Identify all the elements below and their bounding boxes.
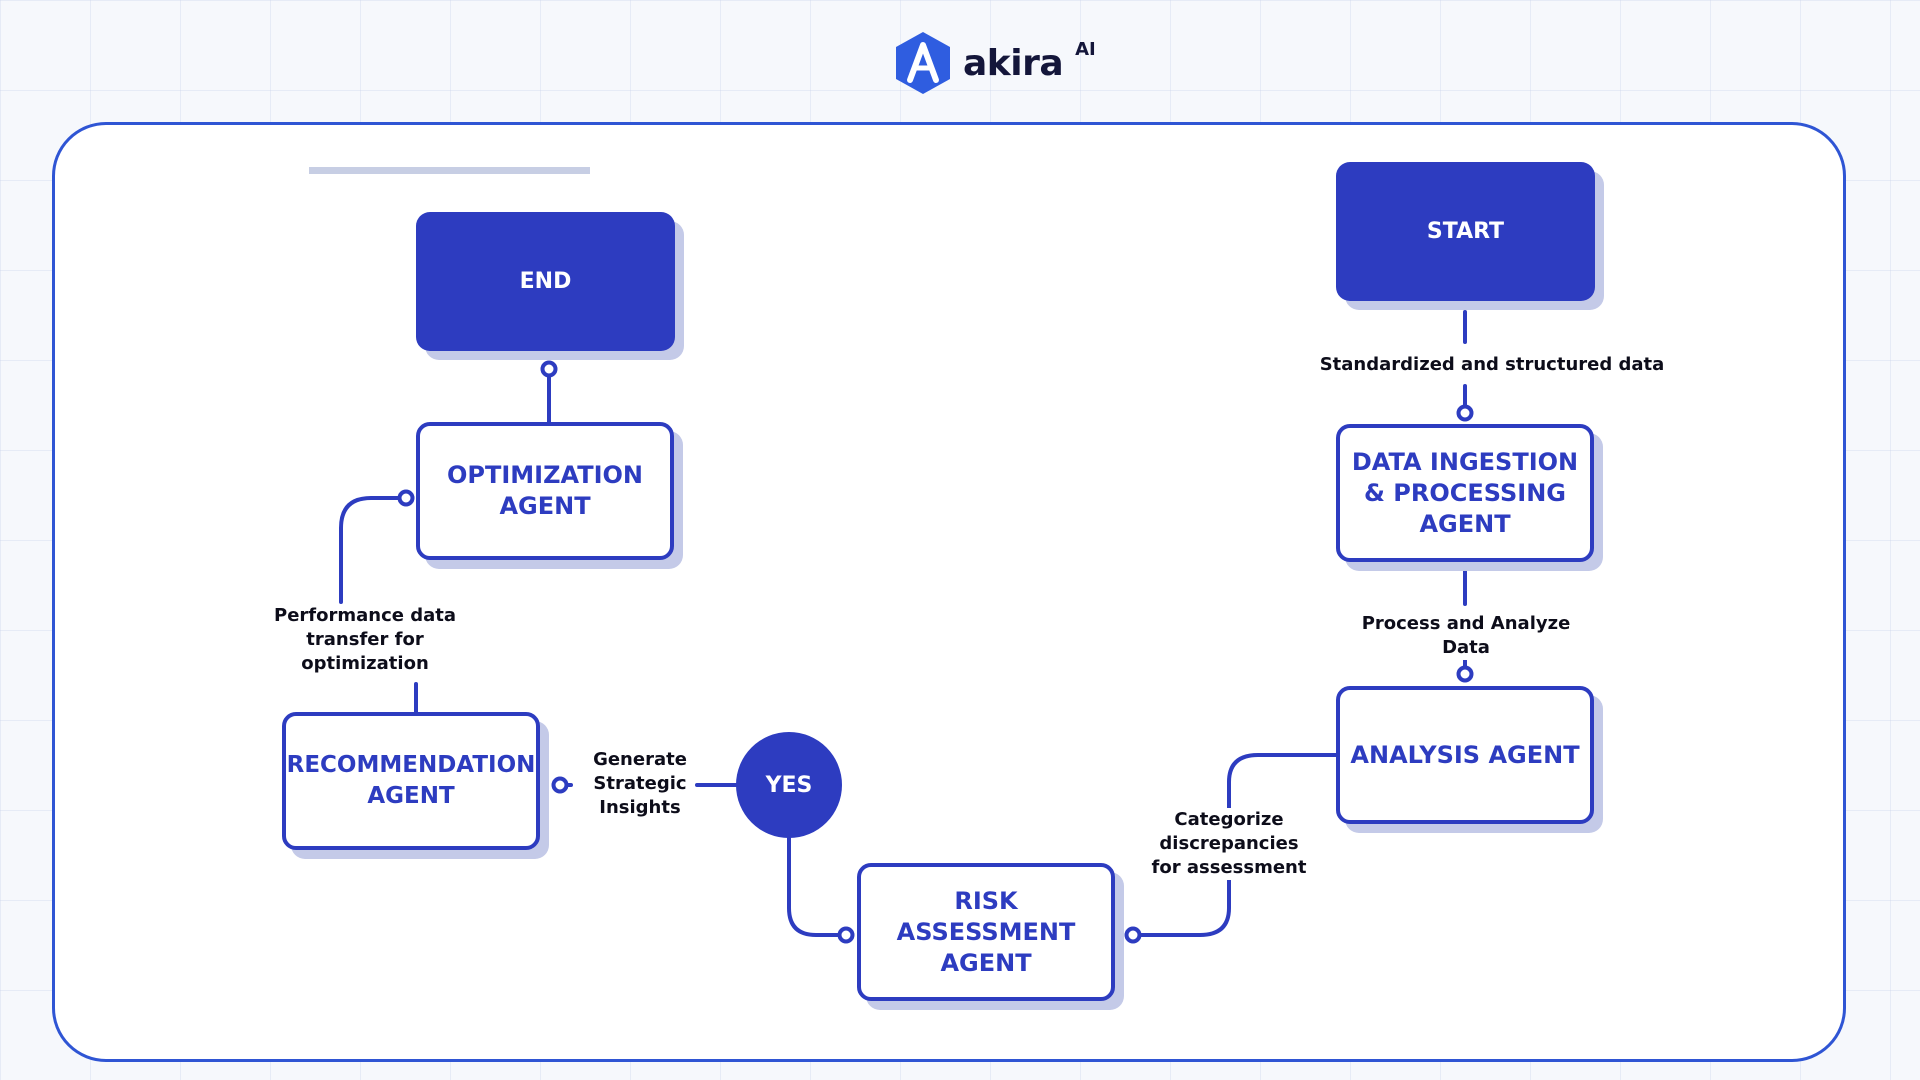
connector-analysis-risk-lower (1138, 878, 1231, 937)
connector-dot-recommendation-right (551, 776, 569, 794)
connector-dot-risk-left (837, 926, 855, 944)
connector-dot-optimization-left (397, 489, 415, 507)
connector-analysis-risk-upper (1227, 753, 1338, 810)
connector-yes-risk (787, 836, 840, 937)
decorative-bar (309, 167, 590, 174)
end-node[interactable]: END (416, 212, 675, 351)
yes-decision-node[interactable]: YES (736, 732, 842, 838)
edge-label-start-ingestion: Standardized and structured data (1312, 353, 1672, 377)
connector-optimization-left (339, 496, 400, 604)
brand-suffix: AI (1075, 38, 1096, 60)
connector-dot-risk-right (1124, 926, 1142, 944)
connector-dot-analysis-top (1456, 665, 1474, 683)
edge-label-yes-recommendation: Generate Strategic Insights (586, 748, 694, 820)
analysis-agent-node[interactable]: ANALYSIS AGENT (1336, 686, 1594, 824)
edge-label-recommendation-optimization: Performance data transfer for optimizati… (267, 604, 463, 676)
edge-label-ingestion-analysis: Process and Analyze Data (1336, 612, 1596, 660)
optimization-agent-node[interactable]: OPTIMIZATION AGENT (416, 422, 674, 560)
edge-label-analysis-risk: Categorize discrepancies for assessment (1143, 808, 1315, 880)
data-ingestion-agent-node[interactable]: DATA INGESTION & PROCESSING AGENT (1336, 424, 1594, 562)
connector-dot-end-bottom (540, 360, 558, 378)
akira-logo: akira AI (893, 28, 1096, 98)
risk-assessment-agent-node[interactable]: RISK ASSESSMENT AGENT (857, 863, 1115, 1001)
brand-name: akira (963, 42, 1064, 84)
recommendation-agent-node[interactable]: RECOMMENDATION AGENT (282, 712, 540, 850)
akira-logo-icon (896, 32, 950, 94)
connector-dot-ingestion-top (1456, 404, 1474, 422)
start-node[interactable]: START (1336, 162, 1595, 301)
